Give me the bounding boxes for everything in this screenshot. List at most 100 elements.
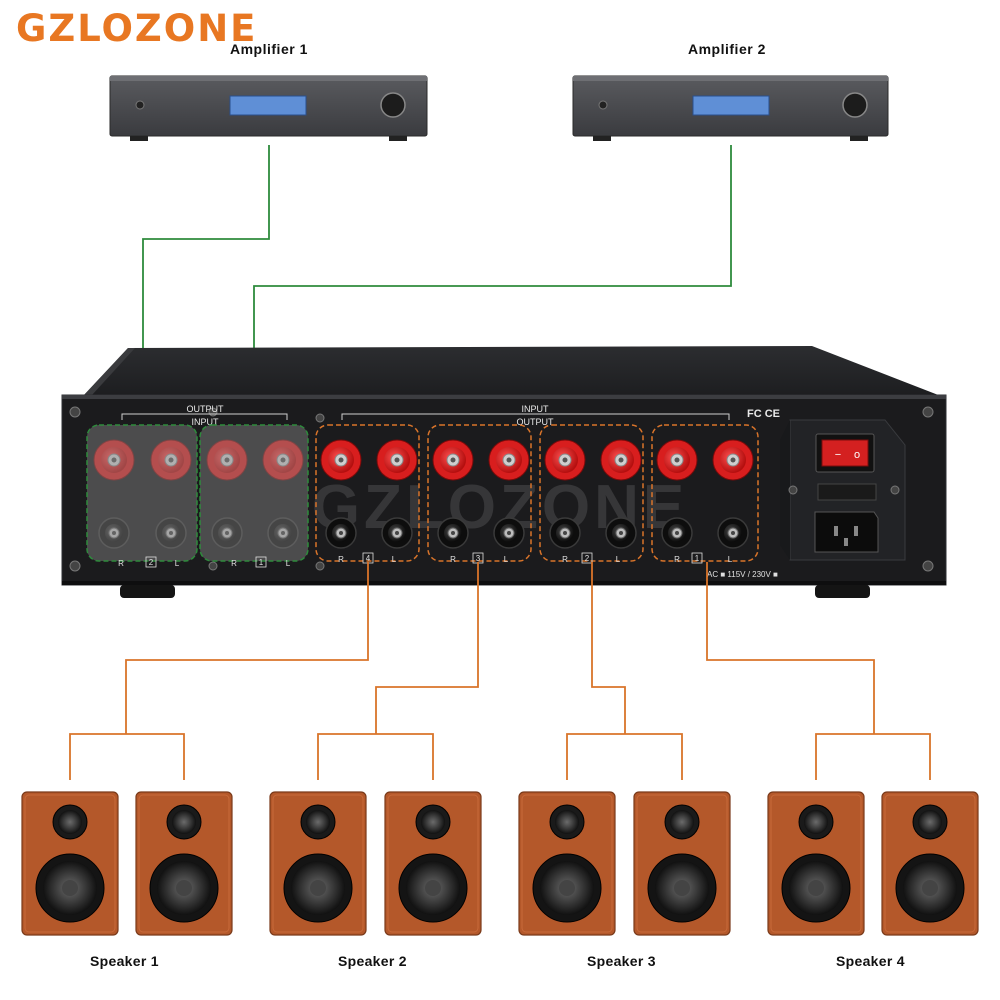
black-binding-post <box>549 517 581 549</box>
speaker-cabinet <box>21 791 119 936</box>
amp-1-wire <box>142 145 270 426</box>
red-binding-post <box>93 439 135 481</box>
amp-input-group-1: R 1 L <box>199 424 309 568</box>
power-module: − o <box>780 419 906 561</box>
red-binding-post <box>376 439 418 481</box>
speakers <box>21 791 979 936</box>
tweeter <box>52 804 88 840</box>
group-number: 1 <box>259 558 264 567</box>
group-l-label: L <box>728 555 733 564</box>
black-binding-post <box>717 517 749 549</box>
power-switch[interactable] <box>821 439 869 467</box>
amp-2-volume-knob <box>842 92 868 118</box>
group-r-label: R <box>338 555 344 564</box>
tweeter <box>798 804 834 840</box>
group-r-label: R <box>674 555 680 564</box>
woofer <box>647 853 717 923</box>
tweeter <box>664 804 700 840</box>
group-number: 1 <box>695 554 700 563</box>
group-l-label: L <box>616 555 621 564</box>
speaker-4-label: Speaker 4 <box>836 953 905 969</box>
group-r-label: R <box>450 555 456 564</box>
group-l-label: L <box>286 559 291 568</box>
certification-marks: FC CE <box>747 408 780 420</box>
group-l-label: L <box>392 555 397 564</box>
group-r-label: R <box>562 555 568 564</box>
panel-right-input-label: INPUT <box>522 404 550 414</box>
speaker-1-label: Speaker 1 <box>90 953 159 969</box>
binding-posts <box>93 439 754 549</box>
panel-left-output-label: OUTPUT <box>187 404 225 414</box>
black-binding-post <box>661 517 693 549</box>
speaker-cabinet <box>269 791 367 936</box>
group-number: 2 <box>585 554 590 563</box>
group-number: 3 <box>476 554 481 563</box>
tweeter <box>166 804 202 840</box>
amp-input-group-2: R 2 L <box>86 424 198 568</box>
red-binding-post <box>262 439 304 481</box>
group-r-label: R <box>231 559 237 568</box>
amplifier-1-label: Amplifier 1 <box>230 41 308 57</box>
woofer <box>532 853 602 923</box>
power-switch-on-mark: − <box>835 449 841 461</box>
woofer <box>398 853 468 923</box>
screw <box>922 560 934 572</box>
tweeter <box>912 804 948 840</box>
black-binding-post <box>211 517 243 549</box>
black-binding-post <box>155 517 187 549</box>
speaker-cabinet <box>633 791 731 936</box>
black-binding-post <box>325 517 357 549</box>
black-binding-post <box>381 517 413 549</box>
group-number: 4 <box>366 554 371 563</box>
tweeter <box>415 804 451 840</box>
group-r-label: R <box>118 559 124 568</box>
power-switch-off-mark: o <box>854 449 860 461</box>
panel-left-input-label: INPUT <box>192 417 220 427</box>
amplifier-2-label: Amplifier 2 <box>688 41 766 57</box>
group-l-label: L <box>175 559 180 568</box>
speaker-cabinet <box>767 791 865 936</box>
screw <box>69 560 81 572</box>
black-binding-post <box>437 517 469 549</box>
tweeter <box>549 804 585 840</box>
woofer <box>149 853 219 923</box>
speaker-cabinet <box>135 791 233 936</box>
black-binding-post <box>605 517 637 549</box>
red-binding-post <box>432 439 474 481</box>
ac-inlet <box>814 511 879 553</box>
red-binding-post <box>488 439 530 481</box>
amp-1-volume-knob <box>380 92 406 118</box>
speaker-cabinet <box>881 791 979 936</box>
speaker-2-label: Speaker 2 <box>338 953 407 969</box>
group-l-label: L <box>504 555 509 564</box>
amp-2-display <box>692 95 770 116</box>
amp-2-power-led <box>598 100 608 110</box>
red-binding-post <box>320 439 362 481</box>
woofer <box>283 853 353 923</box>
black-binding-post <box>493 517 525 549</box>
amp-1-power-led <box>135 100 145 110</box>
speaker-3-label: Speaker 3 <box>587 953 656 969</box>
black-binding-post <box>98 517 130 549</box>
group-number: 2 <box>149 558 154 567</box>
woofer <box>35 853 105 923</box>
red-binding-post <box>712 439 754 481</box>
panel-right-output-label: OUTPUT <box>517 417 555 427</box>
woofer <box>781 853 851 923</box>
speaker-cabinet <box>384 791 482 936</box>
amplifier-2 <box>572 75 889 141</box>
speaker-cabinet <box>518 791 616 936</box>
speaker-wires <box>69 562 931 780</box>
speaker-output-group-1: R 1 L <box>651 424 759 564</box>
amp-1-display <box>229 95 307 116</box>
woofer <box>895 853 965 923</box>
tweeter <box>300 804 336 840</box>
red-binding-post <box>656 439 698 481</box>
red-binding-post <box>600 439 642 481</box>
red-binding-post <box>150 439 192 481</box>
screw <box>922 406 934 418</box>
black-binding-post <box>267 517 299 549</box>
screw <box>69 406 81 418</box>
